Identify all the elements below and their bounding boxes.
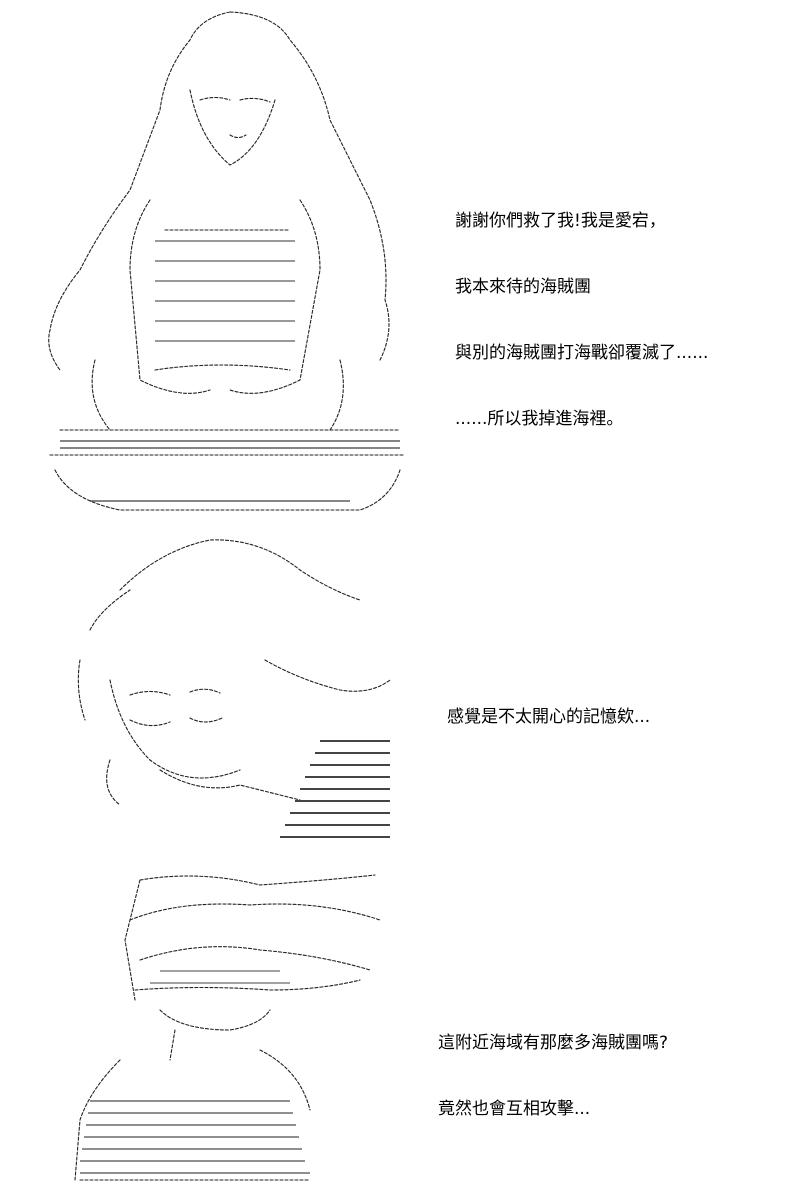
dialogue-box-1: 謝謝你們救了我!我是愛宕， 我本來待的海賊團 與別的海賊團打海戰卻覆滅了....… <box>455 166 708 474</box>
dialogue-line: 與別的海賊團打海戰卻覆滅了...... <box>455 343 709 363</box>
dialogue-box-2: 感覺是不太開心的記憶欸... <box>447 662 650 772</box>
panel-1: 謝謝你們救了我!我是愛宕， 我本來待的海賊團 與別的海賊團打海戰卻覆滅了....… <box>0 0 800 530</box>
dialogue-line: ......所以我掉進海裡。 <box>455 409 624 429</box>
ascii-art-girl-portrait <box>0 0 420 530</box>
dialogue-line: 我本來待的海賊團 <box>455 277 591 297</box>
panel-2: 感覺是不太開心的記憶欸... <box>0 530 800 860</box>
dialogue-line: 這附近海域有那麼多海賊團嗎? <box>438 1033 669 1053</box>
dialogue-box-3: 這附近海域有那麼多海賊團嗎? 竟然也會互相攻擊... <box>438 988 668 1164</box>
dialogue-line: 感覺是不太開心的記憶欸... <box>447 707 651 727</box>
ascii-art-character-back <box>0 860 420 1200</box>
dialogue-line: 竟然也會互相攻擊... <box>438 1099 591 1119</box>
ascii-art-boy-profile <box>0 530 420 860</box>
panel-3: 這附近海域有那麼多海賊團嗎? 竟然也會互相攻擊... <box>0 860 800 1200</box>
dialogue-line: 謝謝你們救了我!我是愛宕， <box>455 211 666 231</box>
